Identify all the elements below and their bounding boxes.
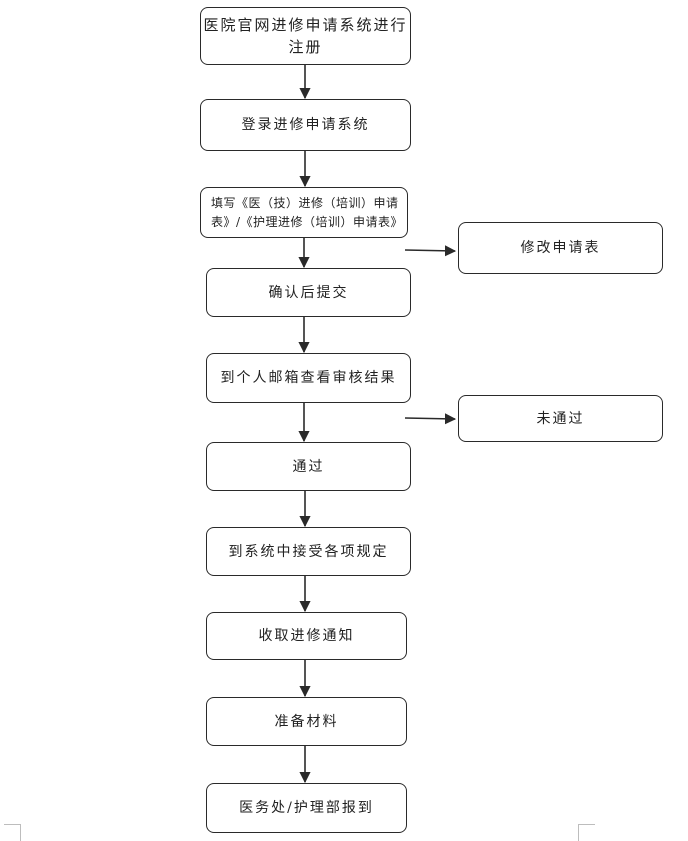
step-check-email-result: 到个人邮箱查看审核结果 xyxy=(206,353,411,403)
step-register-label: 医院官网进修申请系统进行 注册 xyxy=(203,16,408,56)
step-fill-application-form-label: 填写《医（技）进修（培训）申请 表》/《护理进修（培训）申请表》 xyxy=(210,195,404,229)
step-prepare-materials: 准备材料 xyxy=(206,697,407,746)
step-passed-label: 通过 xyxy=(292,458,325,475)
step-accept-rules-label: 到系统中接受各项规定 xyxy=(228,543,389,560)
step-check-email-result-label: 到个人邮箱查看审核结果 xyxy=(220,370,397,386)
step-login-label: 登录进修申请系统 xyxy=(241,117,370,133)
step-report-to-office-label: 医务处/护理部报到 xyxy=(239,800,374,816)
step-prepare-materials-label: 准备材料 xyxy=(274,713,339,730)
arrow-to-modify-form xyxy=(404,245,457,257)
step-confirm-submit-label: 确认后提交 xyxy=(268,284,349,301)
arrow-to-not-passed xyxy=(404,413,457,425)
page-corner-mark-right xyxy=(578,824,595,841)
step-register: 医院官网进修申请系统进行 注册 xyxy=(200,7,411,65)
side-not-passed: 未通过 xyxy=(458,395,663,442)
step-passed: 通过 xyxy=(206,442,411,491)
side-modify-form-label: 修改申请表 xyxy=(520,240,601,256)
step-confirm-submit: 确认后提交 xyxy=(206,268,411,317)
step-fill-application-form: 填写《医（技）进修（培训）申请 表》/《护理进修（培训）申请表》 xyxy=(200,187,408,238)
step-receive-notice-label: 收取进修通知 xyxy=(258,628,355,644)
step-receive-notice: 收取进修通知 xyxy=(206,612,407,660)
step-login: 登录进修申请系统 xyxy=(200,99,411,151)
page-corner-mark-left xyxy=(4,824,21,841)
step-accept-rules: 到系统中接受各项规定 xyxy=(206,527,411,576)
side-not-passed-label: 未通过 xyxy=(536,410,585,427)
side-modify-form: 修改申请表 xyxy=(458,222,663,274)
step-report-to-office: 医务处/护理部报到 xyxy=(206,783,407,833)
